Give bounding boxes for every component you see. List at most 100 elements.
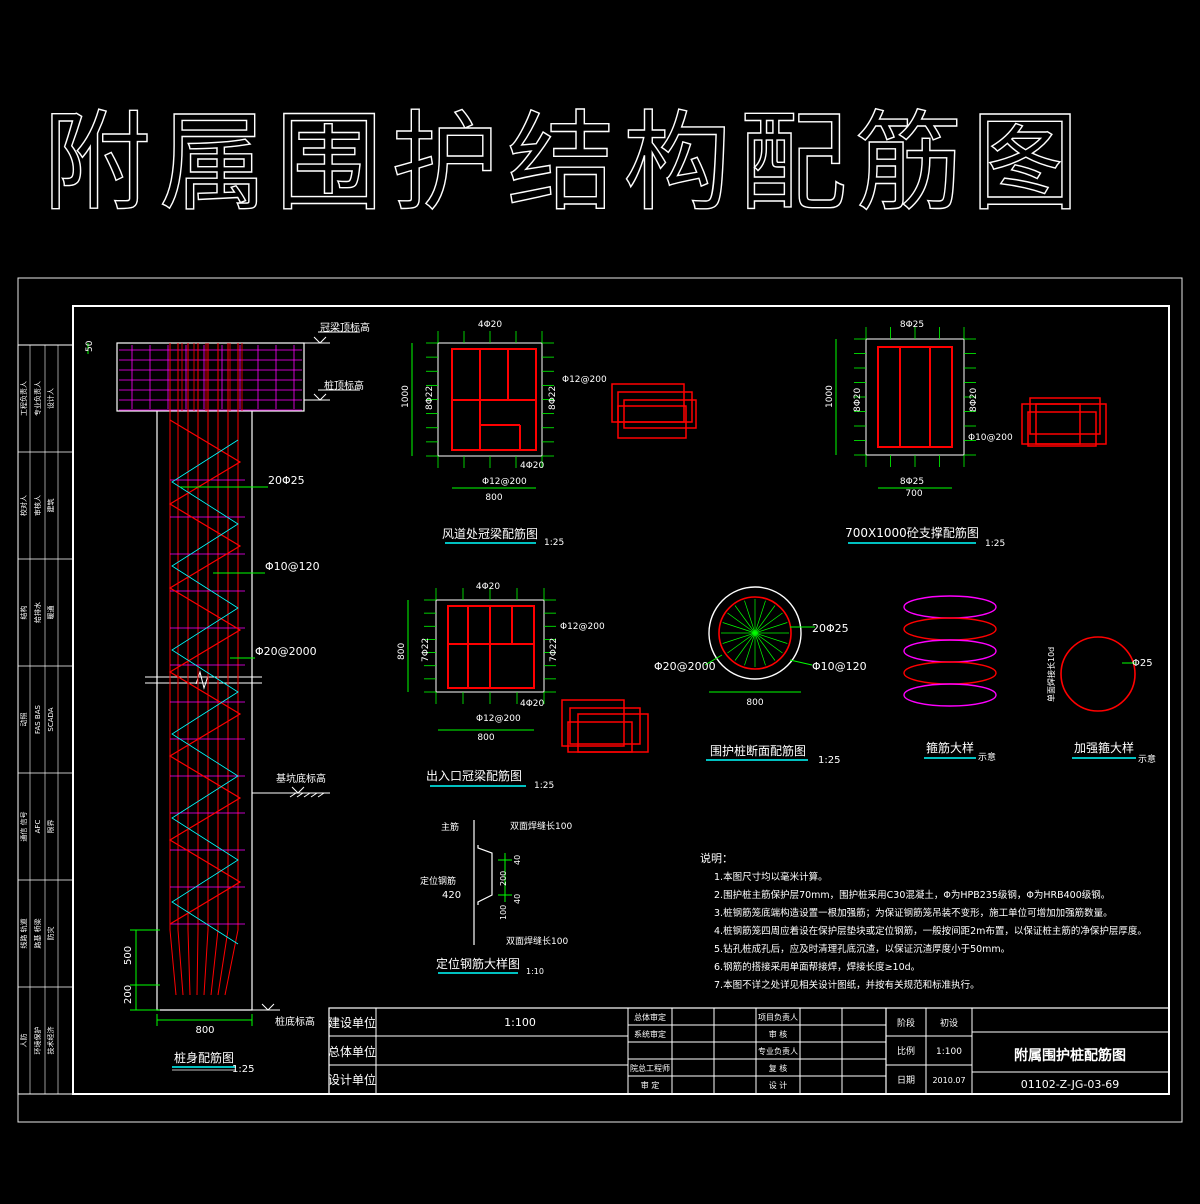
- pile-elevation-scale: 1:25: [232, 1064, 254, 1075]
- detail-ring: Φ25 单面焊接长10d 加强箍大样 示意: [1046, 636, 1156, 765]
- side-strip-label: 专业负责人: [33, 381, 42, 416]
- ring-bar: Φ25: [1132, 658, 1153, 669]
- tb-info-value-1: 初设: [940, 1017, 958, 1029]
- en-scale: 1:25: [534, 781, 554, 791]
- side-strip-label: 给排水: [33, 602, 42, 623]
- tb-sign-9: 设 计: [769, 1080, 788, 1090]
- st-right: 8Φ20: [969, 387, 979, 412]
- detail-fengdao: 1000 4Φ20 4Φ20 8Φ22 8Φ22 Φ12@200 Φ12@200…: [401, 320, 697, 548]
- side-strip-label: AFC: [34, 820, 42, 834]
- tb-sign-4: 审 定: [641, 1080, 660, 1090]
- ring-weld: 单面焊接长10d: [1046, 647, 1056, 702]
- sec-main: 20Φ25: [812, 622, 849, 635]
- fd-right: 8Φ22: [548, 386, 558, 410]
- pile-bottom-label: 桩底标高: [275, 1015, 315, 1028]
- side-strip-label: 暖通: [46, 606, 55, 620]
- sec-width: 800: [746, 698, 763, 708]
- st-stirrup: Φ10@200: [968, 433, 1013, 443]
- pile-top-label: 桩顶标高: [324, 379, 364, 392]
- tb-info-label-2: 比例: [897, 1045, 915, 1057]
- fd-stirrup-bottom: Φ12@200: [482, 477, 527, 487]
- st-width: 700: [905, 489, 922, 499]
- side-strip-label: 设计人: [46, 388, 55, 409]
- st-bottom: 8Φ25: [900, 477, 924, 487]
- tb-sign-1: 总体审定: [634, 1012, 666, 1022]
- side-strip-label: 路基 桥梁: [33, 918, 42, 948]
- pos-weld-top: 双面焊缝长100: [510, 820, 572, 832]
- en-height: 800: [397, 643, 407, 660]
- tb-sign-7: 专业负责人: [758, 1046, 798, 1056]
- side-strip-label: 防灾: [46, 927, 55, 941]
- pos-d100: 100: [499, 905, 508, 920]
- pos-d40a: 40: [513, 855, 522, 865]
- fd-width: 800: [485, 493, 502, 503]
- st-height: 1000: [825, 385, 835, 408]
- st-top: 8Φ25: [900, 320, 924, 330]
- ring-note: 示意: [1138, 753, 1156, 765]
- fd-left: 8Φ22: [425, 386, 435, 410]
- pos-weld-bottom: 双面焊缝长100: [506, 935, 568, 947]
- notes: 说明： 1.本图尺寸均以毫米计算。 2.围护桩主筋保护层70mm，围护桩采用C3…: [700, 851, 1147, 991]
- side-strip-label: 人防: [19, 1034, 28, 1048]
- note-2: 2.围护桩主筋保护层70mm，围护桩采用C30混凝土，Φ为HPB235级钢，Φ为…: [714, 889, 1110, 901]
- side-strip-label: 结构: [19, 606, 28, 620]
- en-bottom: 4Φ20: [520, 699, 545, 709]
- sec-title: 围护桩断面配筋图: [710, 743, 806, 758]
- pile-top-marker: 桩顶标高: [304, 379, 364, 401]
- st-scale: 1:25: [985, 539, 1005, 549]
- tb-scale-top: 1:100: [504, 1016, 536, 1029]
- fd-top: 4Φ20: [478, 320, 503, 330]
- fd-stirrup-right: Φ12@200: [562, 375, 607, 385]
- tb-info-value-2: 1:100: [936, 1047, 962, 1057]
- main-bar-label: 20Φ25: [268, 474, 305, 487]
- side-strip-label: SCADA: [47, 707, 55, 731]
- detail-section: 20Φ25 Φ20@2000 Φ10@120 800 围护桩断面配筋图 1:25: [654, 586, 867, 766]
- en-title: 出入口冠梁配筋图: [426, 768, 522, 783]
- cap-top-label: 冠梁顶标高: [320, 321, 370, 334]
- pos-main-bar: 主筋: [441, 821, 459, 833]
- fd-bottom: 4Φ20: [520, 461, 545, 471]
- notes-heading: 说明：: [700, 851, 733, 865]
- side-strip-label: 限界: [46, 820, 55, 834]
- side-strip-label: 审核人: [33, 495, 42, 516]
- sec-stiffener: Φ20@2000: [654, 660, 716, 673]
- note-5: 5.钻孔桩成孔后，应及时清理孔底沉渣，以保证沉渣厚度小于50mm。: [714, 943, 1010, 955]
- side-strip-label: 通信 信号: [19, 811, 28, 841]
- en-right: 7Φ22: [549, 638, 559, 662]
- tb-label-zongti: 总体单位: [328, 1044, 376, 1059]
- banner-title: 附属围护结构配筋图: [43, 101, 1087, 226]
- fd-title: 风道处冠梁配筋图: [442, 526, 538, 541]
- tb-sign-2: 系统审定: [634, 1029, 666, 1039]
- side-strip-label: 线路 轨道: [19, 918, 28, 948]
- dim-500: 500: [123, 946, 134, 965]
- side-strip-label: FAS BAS: [34, 705, 42, 734]
- tb-sign-8: 复 核: [769, 1063, 788, 1073]
- tb-info-label-1: 阶段: [897, 1017, 915, 1029]
- ring-title: 加强箍大样: [1074, 740, 1134, 755]
- detail-spiral: 箍筋大样 示意: [903, 595, 997, 763]
- dim-200: 200: [123, 985, 134, 1004]
- st-title: 700X1000砼支撑配筋图: [845, 525, 979, 540]
- tb-label-sheji: 设计单位: [328, 1072, 376, 1087]
- pile-elevation: 冠梁顶标高 桩顶标高 50 20Φ25 Φ10@120 Φ20@2000 基坑底…: [85, 321, 370, 1075]
- title-block: 建设单位 总体单位 设计单位 1:100 总体审定 系统审定 院总工程师 审 定…: [328, 1007, 1170, 1095]
- en-stirrup-bottom: Φ12@200: [476, 714, 521, 724]
- tb-drawing-title: 附属围护桩配筋图: [1014, 1047, 1126, 1064]
- dim-800: 800: [195, 1025, 214, 1036]
- tb-info-value-3: 2010.07: [932, 1076, 965, 1085]
- side-strip-label: 环境保护: [33, 1027, 42, 1055]
- fd-height: 1000: [401, 385, 411, 408]
- detail-entrance: 800 4Φ20 4Φ20 7Φ22 7Φ22 Φ12@200 Φ12@200 …: [397, 582, 649, 791]
- pos-title: 定位钢筋大样图: [436, 956, 520, 971]
- sec-spiral: Φ10@120: [812, 660, 867, 673]
- pile-elevation-title: 桩身配筋图: [174, 1050, 234, 1065]
- tb-drawing-no: 01102-Z-JG-03-69: [1021, 1078, 1120, 1091]
- note-6: 6.钢筋的搭接采用单面帮接焊，焊接长度≥10d。: [714, 961, 920, 973]
- note-7: 7.本图不详之处详见相关设计图纸，并按有关规范和标准执行。: [714, 979, 980, 991]
- tb-sign-6: 审 核: [769, 1029, 788, 1039]
- pos-len: 420: [442, 890, 461, 901]
- spiral-note: 示意: [978, 751, 996, 763]
- tb-sign-3: 院总工程师: [630, 1063, 670, 1073]
